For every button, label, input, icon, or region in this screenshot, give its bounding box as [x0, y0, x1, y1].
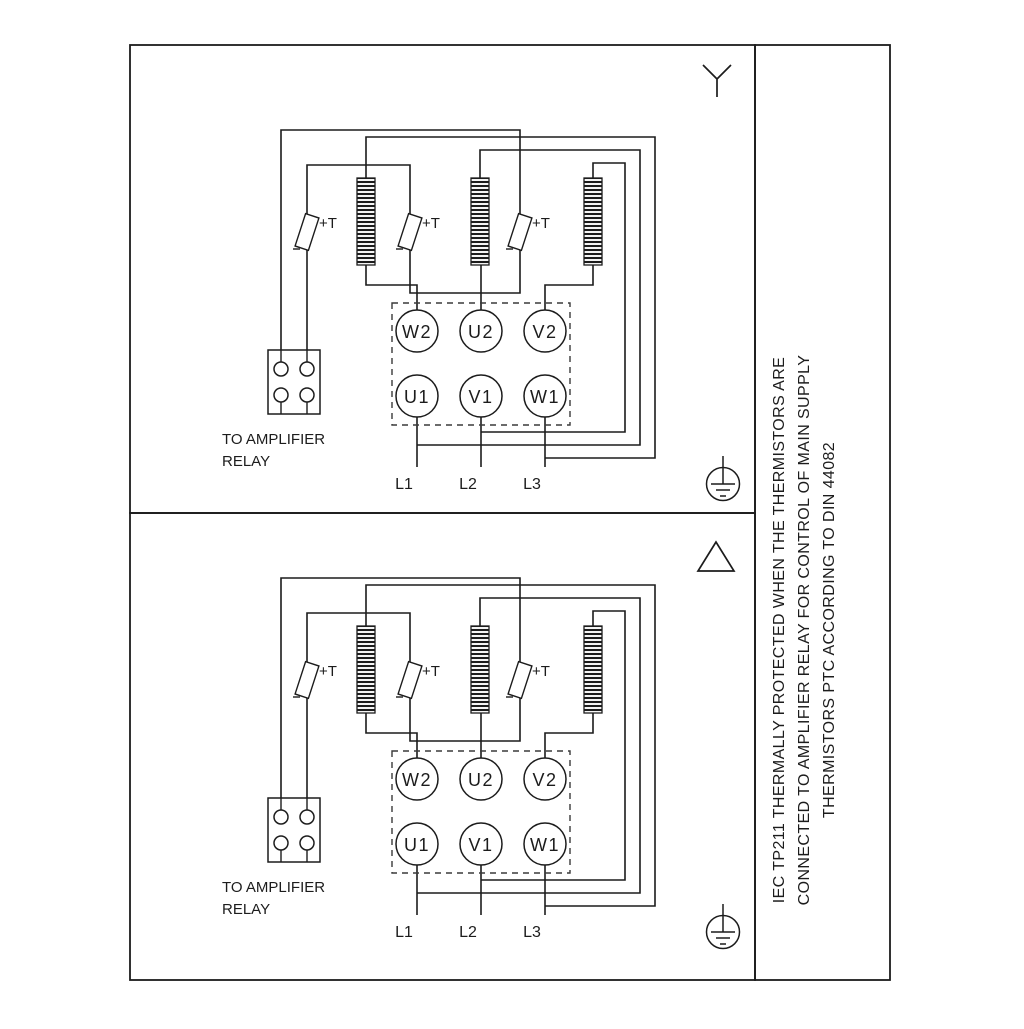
thermistor-label: +T [532, 215, 550, 232]
sidebar-note: IEC TP211 THERMALLY PROTECTED WHEN THE T… [771, 355, 838, 906]
star-connection-icon [702, 64, 732, 97]
thermistor-chain-wire [280, 129, 521, 350]
delta-connection-icon [696, 540, 736, 572]
relay-terminal [299, 387, 315, 403]
terminal-w1: W1 [523, 374, 567, 418]
thermistor-3: +T [506, 212, 550, 252]
star-panel-content: +T +T +T W2 U2 V2 [222, 129, 741, 502]
sidebar-border [754, 44, 891, 981]
terminal-w1-label: W1 [530, 387, 560, 407]
supply-label-l3: L3 [523, 476, 541, 493]
terminal-v2: V2 [523, 309, 567, 353]
terminal-u2: U2 [459, 309, 503, 353]
amplifier-relay-connector [267, 349, 321, 415]
relay-caption-line1: TO AMPLIFIER [222, 431, 325, 448]
motor-winding-3 [583, 177, 603, 266]
relay-caption-line2: RELAY [222, 453, 270, 470]
relay-terminal [273, 361, 289, 377]
relay-terminal [273, 387, 289, 403]
motor-winding-2 [470, 177, 490, 266]
phase-routing-wires [365, 136, 656, 459]
terminal-u1-label: U1 [404, 387, 430, 407]
terminal-box [391, 302, 571, 426]
delta-panel-content [221, 577, 741, 950]
thermistor-1: +T [293, 212, 337, 252]
note-text-line3: THERMISTORS PTC ACCORDING TO DIN 44082 [821, 442, 838, 818]
terminal-v2-label: V2 [532, 322, 557, 342]
terminal-v1: V1 [459, 374, 503, 418]
note-text-line2: CONNECTED TO AMPLIFIER RELAY FOR CONTROL… [796, 355, 813, 906]
terminal-v1-label: V1 [468, 387, 493, 407]
supply-label-l1: L1 [395, 476, 413, 493]
motor-winding-1 [356, 177, 376, 266]
relay-terminal [299, 361, 315, 377]
supply-label-l2: L2 [459, 476, 477, 493]
terminal-u2-label: U2 [468, 322, 494, 342]
terminal-u1: U1 [395, 374, 439, 418]
terminal-w2-label: W2 [402, 322, 432, 342]
note-text-line1: IEC TP211 THERMALLY PROTECTED WHEN THE T… [771, 357, 788, 903]
thermistor-2: +T [396, 212, 440, 252]
terminal-w2: W2 [395, 309, 439, 353]
earth-ground-icon [705, 456, 741, 502]
thermistor-label: +T [319, 215, 337, 232]
thermistor-label: +T [422, 215, 440, 232]
